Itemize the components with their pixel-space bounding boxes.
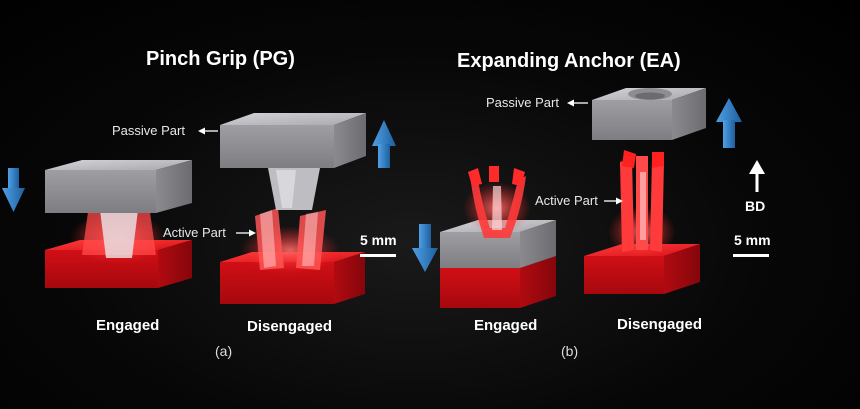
pg-active-leader-arrow-icon: [236, 229, 256, 237]
ea-scale-bar: [733, 254, 769, 257]
ea-scale-label: 5 mm: [734, 232, 771, 248]
ea-caption: (b): [561, 343, 579, 359]
ea-disengaged-assembly: [584, 88, 706, 294]
pg-disengaged-assembly: [220, 113, 366, 304]
pg-passive-leader-arrow-icon: [198, 127, 218, 135]
ea-disengaged-label: Disengaged: [617, 316, 703, 333]
pg-passive-label: Passive Part: [112, 123, 185, 138]
ea-active-leader-arrow-icon: [604, 197, 623, 205]
pg-scale-label: 5 mm: [360, 232, 397, 248]
ea-engaged-label: Engaged: [474, 317, 538, 334]
pg-title: Pinch Grip (PG): [146, 48, 295, 70]
ea-active-label: Active Part: [535, 193, 598, 208]
ea-passive-leader-arrow-icon: [567, 99, 588, 107]
ea-down-arrow-icon: [412, 224, 438, 272]
pg-disengaged-label: Disengaged: [247, 318, 333, 335]
ea-title: Expanding Anchor (EA): [457, 50, 681, 72]
build-direction-label: BD: [745, 198, 766, 214]
pg-engaged-label: Engaged: [96, 317, 160, 334]
pg-caption: (a): [215, 343, 233, 359]
ea-passive-label: Passive Part: [486, 95, 559, 110]
pg-up-arrow-icon: [372, 120, 396, 168]
pg-scale-bar: [360, 254, 396, 257]
ea-engaged-assembly: [440, 166, 556, 308]
pg-engaged-assembly: [45, 160, 192, 288]
build-direction-arrow-icon: [749, 160, 765, 192]
pg-down-arrow-icon: [2, 168, 25, 212]
pg-active-label: Active Part: [163, 225, 226, 240]
ea-up-arrow-icon: [716, 98, 742, 148]
